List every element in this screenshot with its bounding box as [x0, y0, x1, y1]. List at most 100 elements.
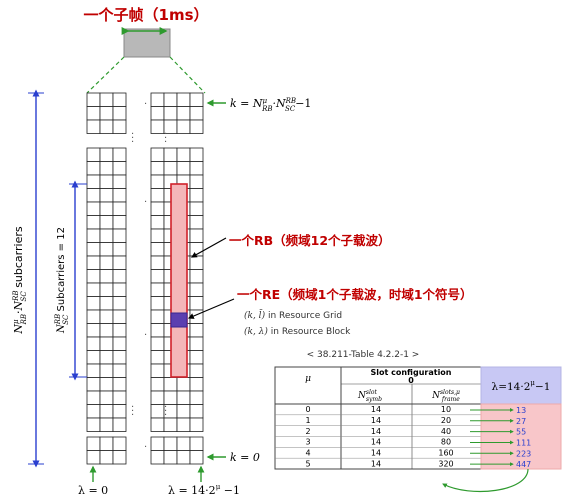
table-slot-config-zero: 0	[408, 376, 414, 385]
table-cell-frame: 320	[438, 459, 453, 468]
grid-cell	[150, 119, 165, 134]
grid-cell	[86, 106, 101, 121]
ellipsis-dots: · · · · ··· ··· ··· ···	[131, 99, 167, 453]
grid-cell	[86, 436, 101, 451]
symb-header-sub: symb	[366, 396, 382, 403]
grid-cell	[86, 147, 101, 162]
lambda-right-end: −1	[220, 484, 240, 497]
table-cell-frame: 160	[438, 448, 453, 457]
grid-cell	[163, 147, 178, 162]
grid-cell	[176, 377, 191, 392]
grid-cell	[86, 174, 101, 189]
grid-cell	[99, 242, 114, 257]
expand-line-right	[169, 56, 206, 94]
lambda-value: 111	[516, 438, 531, 447]
svg-text:·: ·	[144, 330, 147, 341]
grid-cell	[112, 106, 127, 121]
grid-cell	[150, 92, 165, 107]
grid-cell	[112, 188, 127, 203]
grid-cell	[150, 436, 165, 451]
table-cell-mu: 5	[305, 459, 310, 468]
table-cell-symb: 14	[371, 438, 381, 447]
grid-cell	[112, 309, 127, 324]
grid-cell	[112, 377, 127, 392]
grid-cell	[99, 390, 114, 405]
left-axis-n: N	[12, 324, 25, 335]
lambda-value: 13	[516, 406, 526, 415]
lambda-right-main: λ = 14·2	[168, 484, 216, 497]
grid-cell	[150, 336, 165, 351]
grid-cell	[176, 390, 191, 405]
grid-cell	[99, 215, 114, 230]
grid-cell	[176, 161, 191, 176]
k-top-mid: ·N	[273, 97, 286, 110]
grid-cell	[99, 174, 114, 189]
grid-cell	[112, 92, 127, 107]
grid-cell	[150, 417, 165, 432]
grid-cell	[150, 215, 165, 230]
grid-cell	[112, 296, 127, 311]
rb-callout-arrow	[190, 237, 227, 258]
grid-cell	[189, 147, 204, 162]
grid-cell	[112, 269, 127, 284]
grid-cell	[150, 404, 165, 419]
left-axis-sub2: SC	[20, 291, 28, 302]
grid-cell	[86, 417, 101, 432]
grid-cell	[86, 377, 101, 392]
grid-cell	[86, 363, 101, 378]
svg-text:·: ·	[164, 129, 167, 140]
grid-cell	[189, 188, 204, 203]
grid-cell	[176, 119, 191, 134]
grid-cell	[99, 201, 114, 216]
k-top-end: −1	[295, 97, 311, 110]
re-note-block: (k, λ) in Resource Block	[244, 326, 351, 337]
grid-cell	[189, 215, 204, 230]
grid-cell	[150, 309, 165, 324]
grid-cell	[189, 363, 204, 378]
grid-cell	[189, 161, 204, 176]
grid-cell	[189, 119, 204, 134]
grid-cell	[112, 323, 127, 338]
grid-cell	[163, 106, 178, 121]
svg-text:·: ·	[164, 406, 167, 417]
formula-main: λ=14·2	[492, 381, 531, 393]
grid-cell	[112, 147, 127, 162]
svg-text:·: ·	[164, 410, 167, 421]
k-top-sub2: SC	[285, 105, 296, 113]
grid-cell	[112, 436, 127, 451]
lambda-right-sup: μ	[216, 483, 221, 491]
grid-cell	[189, 377, 204, 392]
grid-cell	[150, 323, 165, 338]
grid-cell	[99, 404, 114, 419]
formula-text: λ=14·2μ−1	[492, 379, 551, 393]
grid-cell	[189, 174, 204, 189]
rb-label: 一个RB（频域12个子载波）	[229, 233, 391, 248]
k-top-sub: RB	[261, 105, 272, 113]
table-cell-symb: 14	[371, 416, 381, 425]
grid-cell	[86, 269, 101, 284]
grid-cell	[176, 147, 191, 162]
lambda-right-label: λ = 14·2μ −1	[168, 483, 240, 497]
grid-cell	[112, 215, 127, 230]
grid-cell	[163, 450, 178, 465]
table-cell-mu: 3	[305, 438, 310, 447]
grid-cell	[99, 296, 114, 311]
grid-cell	[150, 450, 165, 465]
table-cell-symb: 14	[371, 448, 381, 457]
grid-cell	[189, 323, 204, 338]
grid-cell	[176, 417, 191, 432]
re-note-grid: (k, l̄) in Resource Grid	[244, 309, 342, 321]
table-mu-header: μ	[305, 374, 311, 384]
grid-cell	[150, 296, 165, 311]
grid-cell	[86, 161, 101, 176]
table-cell-symb: 14	[371, 427, 381, 436]
grid-cell	[99, 309, 114, 324]
svg-text:·: ·	[144, 442, 147, 453]
grid-cell	[99, 377, 114, 392]
svg-text:·: ·	[144, 197, 147, 208]
grid-cell	[86, 201, 101, 216]
grid-cell	[176, 450, 191, 465]
grid-cell	[86, 92, 101, 107]
